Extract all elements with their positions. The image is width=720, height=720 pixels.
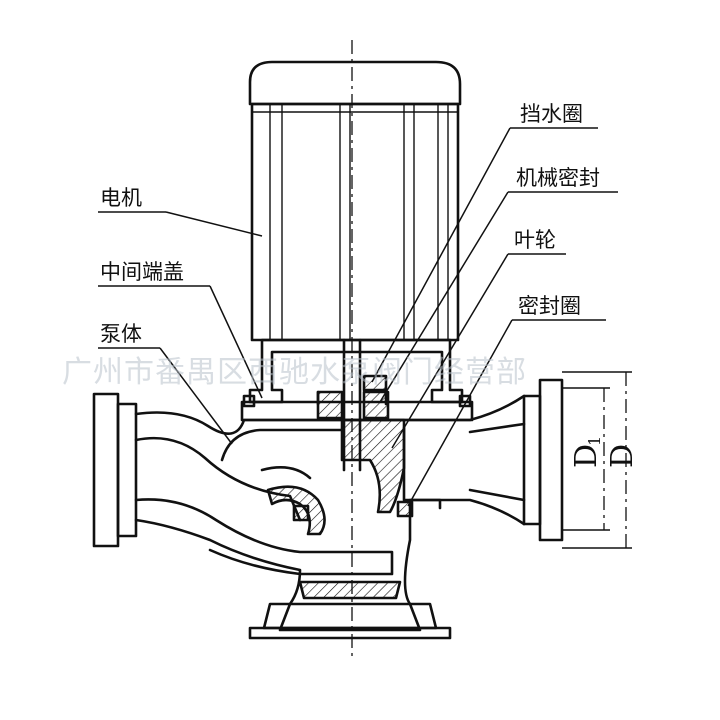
label-impeller: 叶轮 — [514, 228, 556, 252]
bolt-head — [458, 394, 472, 408]
mechanical-seal-left — [316, 390, 344, 420]
label-motor: 电机 — [100, 186, 142, 210]
label-seal-ring: 密封圈 — [518, 294, 581, 318]
leader-seal — [379, 191, 509, 403]
impeller-vane — [260, 466, 312, 480]
end-cover-body — [248, 338, 464, 404]
label-mechanical-seal: 机械密封 — [516, 166, 600, 190]
outlet-passage — [468, 422, 526, 502]
impeller-chamber — [402, 426, 442, 510]
bolt-head — [242, 394, 256, 408]
volute-inner-top — [220, 428, 344, 462]
volute-outer — [134, 394, 526, 632]
label-middle-end-cover: 中间端盖 — [100, 260, 184, 284]
motor-top-cap — [248, 60, 462, 106]
outlet-flange-neck — [522, 394, 542, 526]
labels: 电机 中间端盖 泵体 挡水圈 机械密封 叶轮 密封圈 — [100, 102, 600, 346]
inlet-passage-lower — [134, 498, 394, 576]
pump-body — [92, 378, 564, 640]
seal-rings — [292, 500, 414, 522]
seal-ring-left — [292, 504, 310, 522]
leader-lines — [98, 127, 618, 507]
impeller — [260, 418, 406, 536]
inlet-passage-upper — [134, 436, 302, 522]
seal-assembly — [316, 374, 390, 420]
pump-shaft — [342, 40, 362, 660]
dimensions: D 1 D — [562, 371, 640, 549]
motor-housing — [250, 102, 460, 342]
impeller-hub — [340, 418, 406, 514]
end-cover-flange — [240, 400, 474, 422]
impeller-shroud — [266, 485, 326, 536]
dim-label-d1-subscript: 1 — [585, 436, 604, 446]
leader-water-ring — [371, 127, 511, 383]
base-plate — [248, 626, 452, 640]
dim-label-d1: D — [569, 444, 604, 468]
inlet-flange — [92, 392, 120, 548]
inlet-flange-neck — [116, 402, 138, 538]
watermark-text: 广州市番禺区西驰水泵阀门经营部 — [62, 355, 527, 390]
leader-impeller — [391, 253, 509, 449]
motor — [248, 60, 462, 342]
outlet-flange — [538, 378, 564, 542]
base-hatched — [298, 580, 402, 600]
leader-sealring — [407, 319, 513, 507]
label-water-retaining-ring: 挡水圈 — [520, 102, 583, 126]
leader-endcover — [209, 285, 263, 399]
leader-motor — [165, 211, 263, 237]
label-pump-body: 泵体 — [100, 322, 142, 346]
dim-label-d: D — [605, 444, 640, 468]
leader-pumpbody — [159, 347, 233, 445]
